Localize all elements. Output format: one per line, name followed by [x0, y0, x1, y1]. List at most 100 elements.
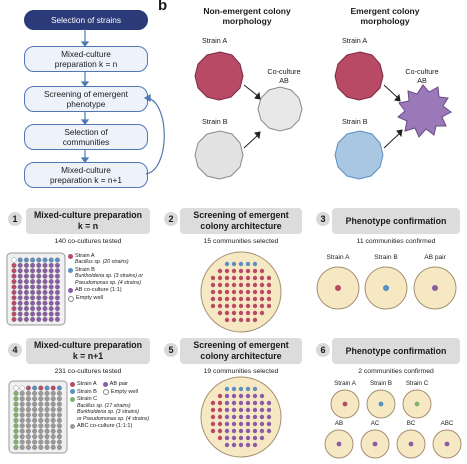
- flow-step-5: Mixed-culture preparation k = n+1: [24, 162, 148, 188]
- well: [19, 412, 25, 418]
- well: [48, 289, 54, 295]
- well: [11, 284, 17, 290]
- well: [238, 386, 244, 392]
- well: [210, 407, 216, 413]
- well: [56, 428, 62, 434]
- well: [30, 257, 36, 263]
- well: [259, 296, 265, 302]
- well: [11, 311, 17, 317]
- well: [217, 275, 223, 281]
- well: [23, 279, 29, 285]
- well: [23, 268, 29, 274]
- well: [13, 417, 19, 423]
- well: [245, 317, 251, 323]
- well: [252, 317, 258, 323]
- legend-4-empty-swatch: [102, 389, 109, 396]
- well: [224, 317, 230, 323]
- confirm-3-dishes: [316, 266, 457, 310]
- well: [54, 279, 60, 285]
- well: [224, 386, 230, 392]
- well: [17, 295, 23, 301]
- well: [231, 400, 237, 406]
- well: [54, 311, 60, 317]
- flow-step-3-label: Screening of emergent phenotype: [44, 89, 128, 109]
- well: [259, 400, 265, 406]
- well: [30, 268, 36, 274]
- well: [210, 282, 216, 288]
- well: [17, 284, 23, 290]
- well: [56, 396, 62, 402]
- well: [13, 396, 19, 402]
- well: [238, 428, 244, 434]
- well: [245, 310, 251, 316]
- well: [252, 421, 258, 427]
- well: [56, 444, 62, 450]
- well: [25, 423, 31, 429]
- well: [25, 396, 31, 402]
- well: [56, 423, 62, 429]
- well: [44, 390, 50, 396]
- well: [32, 407, 38, 413]
- well: [224, 414, 230, 420]
- well: [252, 261, 258, 267]
- legend-4-strain-b: Strain B: [77, 388, 97, 395]
- well: [238, 400, 244, 406]
- well: [44, 434, 50, 440]
- well: [245, 386, 251, 392]
- well: [42, 262, 48, 268]
- well: [36, 311, 42, 317]
- legend-4-c-swatch: [70, 396, 75, 402]
- well: [48, 316, 54, 322]
- well: [266, 303, 272, 309]
- well: [245, 296, 251, 302]
- well: [238, 317, 244, 323]
- well: [259, 435, 265, 441]
- well: [259, 303, 265, 309]
- well: [32, 417, 38, 423]
- well: [17, 257, 23, 263]
- petri-5: [200, 376, 282, 458]
- well: [11, 289, 17, 295]
- well: [25, 401, 31, 407]
- well: [30, 316, 36, 322]
- panel-1-subtitle: 140 co-cultures tested: [54, 238, 122, 245]
- well: [32, 401, 38, 407]
- well: [32, 390, 38, 396]
- well: [11, 273, 17, 279]
- well: [30, 311, 36, 317]
- well: [25, 385, 31, 391]
- well: [238, 289, 244, 295]
- confirm-6-bc-label: BC: [406, 420, 416, 427]
- well: [238, 421, 244, 427]
- well: [252, 400, 258, 406]
- confirm-6-row-1-labels: Strain A Strain B Strain C: [326, 380, 456, 390]
- well: [50, 428, 56, 434]
- left-strain-a-label: Strain A: [202, 36, 228, 45]
- well: [19, 385, 25, 391]
- well: [42, 300, 48, 306]
- well: [32, 439, 38, 445]
- well: [266, 407, 272, 413]
- right-strain-b-label: Strain B: [342, 117, 368, 126]
- well: [44, 428, 50, 434]
- well: [44, 407, 50, 413]
- well: [42, 284, 48, 290]
- well: [17, 279, 23, 285]
- well: [17, 268, 23, 274]
- right-coculture-colony: [397, 84, 452, 138]
- well: [231, 386, 237, 392]
- well: [42, 257, 48, 263]
- well: [38, 385, 44, 391]
- well: [50, 396, 56, 402]
- flow-step-4: Selection of communities: [24, 124, 148, 150]
- legend-4-ab-swatch: [102, 381, 108, 387]
- well: [210, 296, 216, 302]
- well: [252, 414, 258, 420]
- panel-4-header: Mixed-culture preparation k = n+1: [26, 338, 150, 364]
- confirm-6-abc-label: ABC: [440, 420, 454, 427]
- well: [56, 412, 62, 418]
- confirm-3: Strain A Strain B AB pair: [316, 254, 466, 304]
- left-strain-a-colony: [194, 51, 244, 101]
- well: [42, 279, 48, 285]
- well: [259, 414, 265, 420]
